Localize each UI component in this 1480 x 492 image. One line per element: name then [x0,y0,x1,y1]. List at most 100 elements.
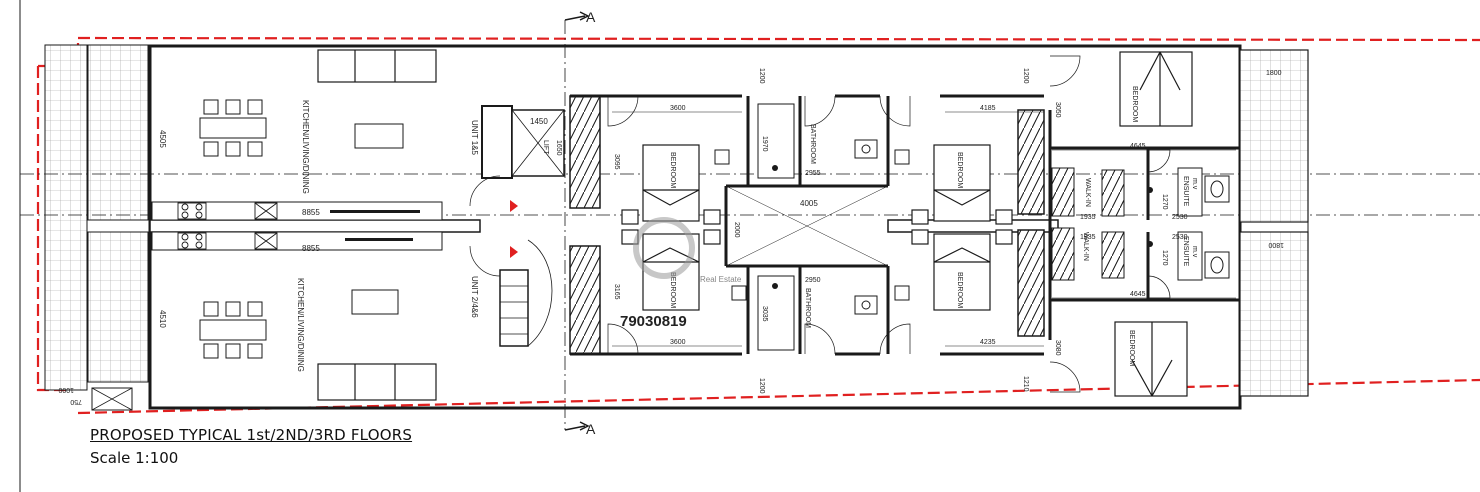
dim-2000: 2000 [733,222,740,238]
walkin-rail-2 [1051,167,1075,217]
dim-1200-right: 1200 [1022,68,1029,84]
entry-arrow-bottom [510,246,518,258]
label-ensuite-1: ENSUITE [1182,176,1189,207]
dining-table-bottom [199,301,267,359]
label-ensuite-mv-1: m.v [1191,178,1198,190]
dim-8855-bottom: 8855 [302,244,320,253]
label-kitchen-living-top: KITCHEN/LIVING/DINING [301,100,310,194]
drawing-title: PROPOSED TYPICAL 1st/2ND/3RD FLOORS [90,426,413,444]
wardrobe-1 [569,95,601,209]
bed-3 [911,144,1013,225]
dim-4235: 4235 [980,339,996,346]
drain-4 [1147,241,1153,247]
sink-top [254,202,278,220]
label-ensuite-2: ENSUITE [1182,236,1189,267]
walkin-rail-3 [1101,169,1125,217]
balcony-left-top [87,44,149,221]
dim-3080: 3080 [1054,340,1061,356]
watermark-phone: 79030819 [620,313,687,330]
section-arrow-bottom [564,421,590,431]
section-label-top: A [586,9,596,25]
label-bathroom-2: BATHROOM [804,288,811,328]
dim-2950: 2950 [805,277,821,284]
wardrobe-2 [569,245,601,355]
dim-1210: 1210 [1022,376,1029,392]
watermark: Real Estate [633,217,742,284]
section-label-bottom: A [586,421,596,437]
interior-walls [570,94,1240,356]
party-wall-left [149,219,481,233]
dim-1450: 1450 [530,117,548,126]
dim-2955: 2955 [805,170,821,177]
dim-3035: 3035 [761,306,768,322]
bed-4 [911,229,1013,311]
lift-shaft-wall [481,105,513,179]
drain-1 [772,165,778,171]
dim-3095: 3095 [613,154,620,170]
dim-4505: 4505 [158,130,167,148]
balcony-left-outer [44,44,88,391]
dim-8855-top: 8855 [302,208,320,217]
balcony-right-top [1239,49,1309,223]
void-cross [725,185,889,267]
kitchen-counter-top [151,201,443,221]
wardrobe-4 [1017,229,1045,337]
dim-4645-top: 4645 [1130,143,1146,150]
hob-bottom [177,232,207,250]
island-bottom [345,238,413,241]
island-top [330,210,420,213]
label-lift: LIFT [542,140,549,155]
dim-4645-bottom: 4645 [1130,291,1146,298]
label-bedroom-1: BEDROOM [669,152,676,188]
bed-6 [1114,321,1188,397]
drawing-scale: Scale 1:100 [90,449,179,467]
planter-cross [91,387,133,411]
stair-curve [527,239,553,347]
stair-treads [500,285,528,335]
wardrobe-3 [1017,109,1045,215]
dim-3165: 3165 [613,284,620,300]
dim-4185: 4185 [980,105,996,112]
dim-4510: 4510 [158,310,167,328]
sink-bottom [254,232,278,250]
kitchen-counter-bottom [151,231,443,251]
label-bedroom-2: BEDROOM [669,272,676,308]
dining-table-top [199,99,267,157]
label-walkin-2: WALK-IN [1082,232,1089,261]
label-bedroom-4: BEDROOM [956,272,963,308]
balcony-left-bottom [87,231,149,383]
dim-1270-bottom: 1270 [1161,250,1168,266]
dim-1270-top: 1270 [1161,194,1168,210]
bathroom-fixtures [714,103,1230,351]
label-bedroom-5: BEDROOM [1131,86,1138,122]
sofa-top [317,49,437,83]
label-unit-bottom: UNIT 2/4&6 [470,276,479,318]
dim-2530-bottom: 2530 [1172,234,1188,241]
balcony-right-bottom [1239,231,1309,397]
bed-1 [621,144,721,225]
dim-1200-top: 1200 [758,68,765,84]
bed-5 [1119,51,1193,127]
dim-1800-bottom: 1800 [1268,241,1284,248]
label-bathroom-1: BATHROOM [809,124,816,164]
label-kitchen-living-bottom: KITCHEN/LIVING/DINING [296,278,305,372]
label-bedroom-3: BEDROOM [956,152,963,188]
dim-1650: 1650 [555,140,562,156]
walkin-rail-4 [1101,231,1125,279]
dim-1935-bottom: 1935 [1080,234,1096,241]
dim-1970: 1970 [761,136,768,152]
dim-3050: 3050 [1054,102,1061,118]
label-bedroom-6: BEDROOM [1128,330,1135,366]
label-unit-top: UNIT 1&5 [470,120,479,156]
sofa-bottom [317,363,437,401]
dim-1200-bottom: 1200 [758,378,765,394]
entry-arrow-top [510,200,518,212]
coffee-table-bottom [351,289,399,315]
hob-top [177,202,207,220]
lift-cross [511,109,565,177]
dim-4005: 4005 [800,199,818,208]
drain-2 [772,283,778,289]
dim-2530-top: 2530 [1172,214,1188,221]
coffee-table-top [354,123,404,149]
